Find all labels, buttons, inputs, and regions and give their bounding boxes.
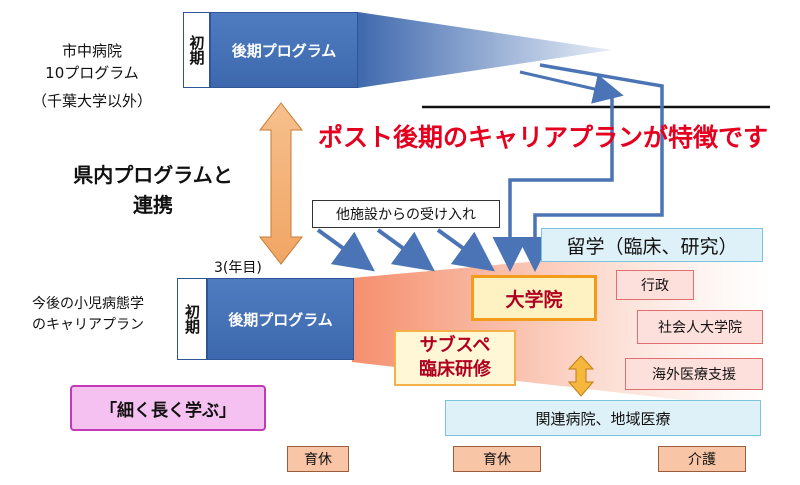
- working-graduate-label: 社会人大学院: [658, 320, 742, 336]
- caregiving-leave-label: 介護: [688, 452, 716, 468]
- city-hospital-line2: 10プログラム: [45, 64, 139, 82]
- related-hospitals-box: 関連病院、地域医療: [445, 400, 761, 436]
- top-early-label: 初期: [187, 35, 206, 65]
- link-line2: 連携: [133, 193, 173, 217]
- blue-arrow-diag-2: [376, 228, 435, 272]
- overseas-aid-box: 海外医療支援: [625, 358, 763, 390]
- working-graduate-box: 社会人大学院: [637, 310, 763, 344]
- subspecialty-box: サブスペ 臨床研修: [394, 330, 516, 386]
- subspecialty-line2: 臨床研修: [419, 359, 491, 380]
- link-double-arrow: [258, 102, 304, 265]
- bottom-late-program-box: 後期プログラム: [207, 278, 354, 360]
- parental-leave-box-2: 育休: [453, 446, 541, 472]
- motto-label: 「細く長く学ぶ」: [100, 400, 236, 421]
- blue-arrow-diag-3: [436, 228, 495, 272]
- study-abroad-label: 留学（臨床、研究）: [566, 235, 738, 258]
- small-double-arrow: [567, 355, 595, 397]
- headline: ポスト後期のキャリアプランが特徴です: [318, 123, 769, 152]
- city-hospital-line3: （千葉大学以外）: [31, 92, 152, 110]
- link-label: 県内プログラムと 連携: [58, 160, 248, 220]
- blue-arrow-diag-1: [316, 228, 375, 272]
- bottom-late-program-label: 後期プログラム: [228, 310, 333, 329]
- year-label: 3(年目): [214, 260, 262, 276]
- top-program-funnel: [358, 12, 612, 88]
- graduate-school-label: 大学院: [505, 288, 563, 311]
- graduate-school-box: 大学院: [471, 275, 597, 321]
- career-plan-line2: のキャリアプラン: [32, 317, 144, 333]
- blue-arrow-a: [519, 70, 624, 104]
- administration-label: 行政: [641, 278, 669, 294]
- top-late-program-box: 後期プログラム: [210, 12, 358, 88]
- blue-arrow-b: [517, 63, 664, 272]
- link-line1: 県内プログラムと: [73, 163, 233, 187]
- related-hospitals-label: 関連病院、地域医療: [535, 409, 671, 428]
- administration-box: 行政: [616, 270, 694, 300]
- bottom-early-label: 初期: [183, 304, 201, 334]
- city-hospital-label: 市中病院 10プログラム （千葉大学以外）: [22, 40, 162, 112]
- parental-leave-label-2: 育休: [483, 452, 511, 468]
- parental-leave-box-1: 育休: [287, 446, 349, 472]
- caregiving-leave-box: 介護: [658, 446, 746, 472]
- career-plan-label: 今後の小児病態学 のキャリアプラン: [4, 294, 172, 336]
- parental-leave-label-1: 育休: [304, 452, 332, 468]
- city-hospital-line1: 市中病院: [61, 42, 122, 60]
- subspecialty-line1: サブスペ: [419, 335, 491, 356]
- study-abroad-box: 留学（臨床、研究）: [541, 228, 763, 262]
- bottom-early-box: 初期: [177, 278, 207, 360]
- career-plan-line1: 今後の小児病態学: [32, 296, 144, 312]
- other-facility-box: 他施設からの受け入れ: [312, 200, 500, 228]
- top-late-program-label: 後期プログラム: [231, 41, 337, 60]
- motto-box: 「細く長く学ぶ」: [70, 385, 266, 431]
- blue-arrow-c: [492, 96, 614, 272]
- overseas-aid-label: 海外医療支援: [652, 367, 736, 383]
- top-early-box: 初期: [183, 12, 210, 88]
- other-facility-label: 他施設からの受け入れ: [336, 207, 476, 223]
